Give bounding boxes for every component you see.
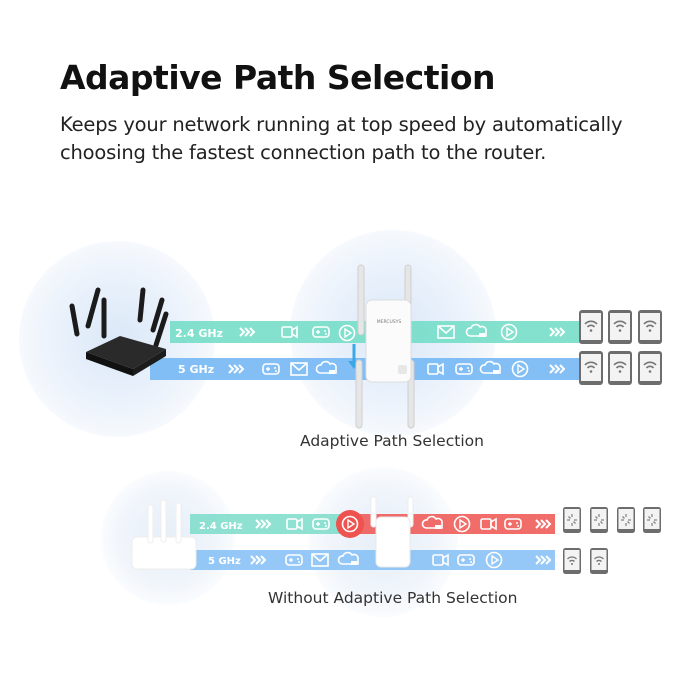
phone-icon	[637, 350, 663, 386]
band-24ghz-label: 2.4 GHz	[175, 327, 223, 340]
client-devices-bottom	[562, 506, 662, 575]
loading-phone-icon	[616, 506, 636, 534]
phone-icon	[607, 350, 633, 386]
router-white-icon	[131, 499, 197, 570]
loading-phone-icon	[562, 506, 582, 534]
band-5ghz-bar	[190, 550, 555, 570]
band-5ghz-bar	[150, 358, 580, 380]
band-24ghz-bar	[190, 514, 345, 534]
band-5ghz-label: 5 GHz	[208, 556, 241, 567]
congestion-marker	[336, 510, 364, 538]
range-extender-icon: MERCUSYS	[355, 264, 415, 429]
band-5ghz-label: 5 GHz	[178, 363, 214, 376]
extender-brand-logo: MERCUSYS	[377, 319, 402, 325]
page-subtitle: Keeps your network running at top speed …	[60, 113, 623, 164]
phone-icon	[578, 309, 604, 345]
band-24ghz-label: 2.4 GHz	[199, 521, 243, 532]
phone-icon	[607, 309, 633, 345]
caption-without-adaptive: Without Adaptive Path Selection	[268, 589, 518, 607]
caption-adaptive: Adaptive Path Selection	[300, 432, 484, 450]
phone-icon	[637, 309, 663, 345]
phone-icon	[578, 350, 604, 386]
page-title: Adaptive Path Selection	[60, 58, 496, 97]
router-black-icon	[69, 287, 169, 376]
bottom-diagram: 2.4 GHz 5 GHz	[101, 467, 662, 617]
loading-phone-icon	[642, 506, 662, 534]
phone-icon	[589, 547, 609, 575]
client-devices-top	[578, 309, 663, 386]
range-extender-faded-icon	[370, 496, 414, 568]
loading-phone-icon	[589, 506, 609, 534]
top-diagram: 2.4 GHz 5 GHz	[19, 230, 663, 437]
phone-icon	[562, 547, 582, 575]
